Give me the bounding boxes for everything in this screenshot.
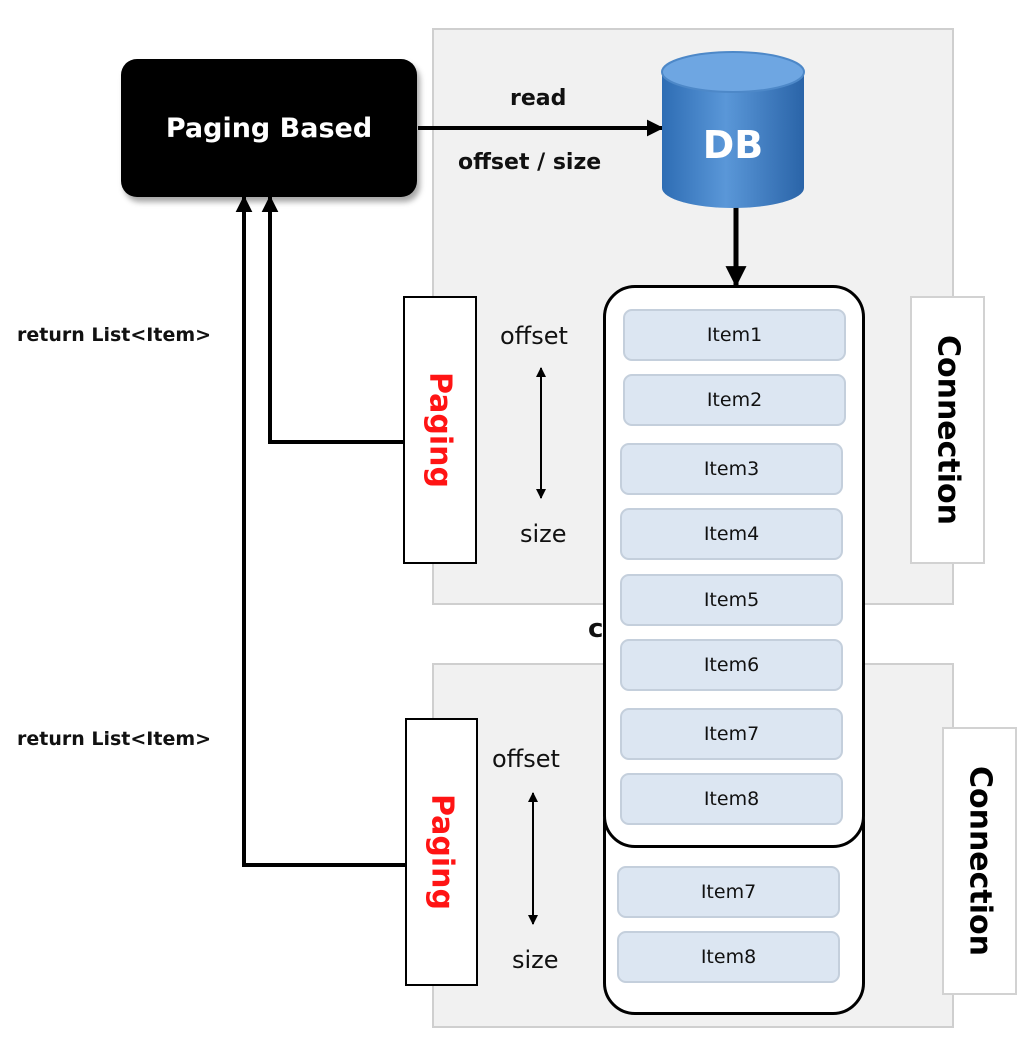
lower-return-label: return List<Item>: [17, 728, 212, 750]
upper-offset-label: offset: [500, 322, 568, 350]
lower-return-arrow: [235, 195, 405, 867]
partial-glyph: c: [588, 614, 604, 644]
upper-connection-box: Connection: [910, 296, 985, 564]
lower-paging-box: Paging: [405, 718, 478, 986]
offset-size-label: offset / size: [458, 150, 602, 175]
lower-size-label: size: [512, 946, 559, 974]
upper-return-arrow: [261, 195, 403, 444]
upper-item-1: Item1: [623, 309, 846, 361]
upper-size-label: size: [520, 520, 567, 548]
upper-item-8: Item8: [620, 773, 843, 825]
paging-based-box: Paging Based: [121, 59, 417, 197]
upper-item-6: Item6: [620, 639, 843, 691]
upper-item-7: Item7: [620, 708, 843, 760]
lower-item-8: Item8: [617, 931, 840, 983]
read-label: read: [510, 86, 567, 111]
upper-item-2: Item2: [623, 374, 846, 426]
lower-connection-box: Connection: [942, 727, 1017, 995]
upper-return-label: return List<Item>: [17, 324, 212, 346]
upper-item-3: Item3: [620, 443, 843, 495]
upper-item-4: Item4: [620, 508, 843, 560]
upper-paging-box: Paging: [403, 296, 477, 564]
db-label: DB: [702, 123, 764, 167]
db-cylinder-icon: [661, 51, 805, 208]
upper-item-5: Item5: [620, 574, 843, 626]
lower-offset-label: offset: [492, 745, 560, 773]
lower-item-7: Item7: [617, 866, 840, 918]
